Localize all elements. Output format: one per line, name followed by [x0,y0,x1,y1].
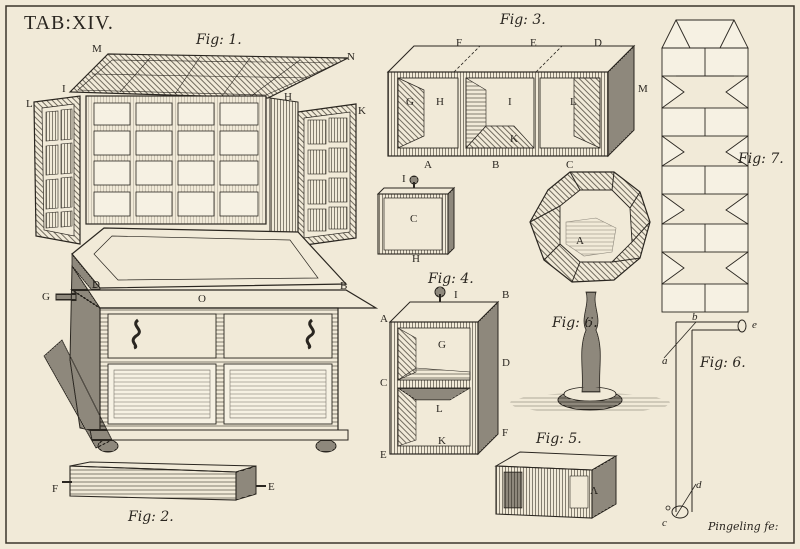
fig3-box-drawing [386,44,636,158]
fig5-label-A: A [590,485,598,497]
fig5-caption: Fig: 5. [536,431,582,447]
fig1-label-O: O [198,293,206,305]
plate-title: TAB:XIV. [24,12,114,34]
fig4-label-L: L [436,403,443,415]
fig1-label-G: G [42,291,50,303]
fig4-caption: Fig: 4. [428,271,474,287]
fig1-label-M: M [92,43,102,55]
fig6-caption: Fig: 6. [552,315,598,331]
fig4-label-C: C [380,377,388,389]
fig4-label-K: K [438,435,446,447]
engraver-signature: Pingeling fe: [708,520,779,533]
small-box-label-I: I [402,173,406,185]
fig1-label-N: N [347,51,355,63]
fig1-label-D: D [92,279,100,291]
fig3-label-A: A [424,159,432,171]
fig3-small-box-drawing [376,175,456,256]
fig3-label-D: D [594,37,602,49]
fig3-label-K: K [510,133,518,145]
fig4-label-G: G [438,339,446,351]
fig6b-label-c: c [662,517,667,529]
fig7-net-drawing [661,19,749,313]
fig3-label-C: C [566,159,574,171]
fig6b-label-e: e [752,319,757,331]
small-box-label-H: H [412,253,420,265]
fig4-label-D: D [502,357,510,369]
fig3-label-B: B [492,159,500,171]
fig1-label-K: K [358,105,366,117]
fig7-caption: Fig: 7. [738,151,784,167]
fig1-cabinet-drawing [33,53,379,453]
fig1-caption: Fig: 1. [196,32,242,48]
fig2-label-E: E [268,481,275,493]
fig2-drawer-drawing [62,461,266,501]
fig1-label-H: H [284,91,292,103]
fig6b-caption: Fig: 6. [700,355,746,371]
small-box-label-C: C [410,213,418,225]
fig3-label-F: F [456,37,463,49]
fig2-label-F: F [52,483,59,495]
fig4-label-B: B [502,289,510,301]
fig2-caption: Fig: 2. [128,509,174,525]
fig1-label-B: B [340,280,348,292]
fig4-tall-box-drawing [388,286,500,456]
fig6b-label-d: d [696,479,702,491]
fig6b-label-b: b [692,311,698,323]
fig3-caption: Fig: 3. [500,12,546,28]
fig6-label-A: A [576,235,584,247]
fig1-label-L: L [26,98,33,110]
fig4-label-I: I [454,289,458,301]
fig3-label-E: E [530,37,537,49]
fig6b-line-diagram [663,319,747,519]
fig1-label-I: I [62,83,66,95]
fig3-label-G: G [406,96,414,108]
fig4-label-E: E [380,449,387,461]
fig3-label-H: H [436,96,444,108]
fig3-label-M: M [638,83,648,95]
fig4-label-F: F [502,427,509,439]
fig5-drawer-drawing [494,451,618,519]
fig6-polyhedron-drawing [510,171,670,413]
fig3-label-I: I [508,96,512,108]
fig4-label-A: A [380,313,388,325]
fig6b-label-a: a [662,355,668,367]
fig3-label-L: L [570,96,577,108]
